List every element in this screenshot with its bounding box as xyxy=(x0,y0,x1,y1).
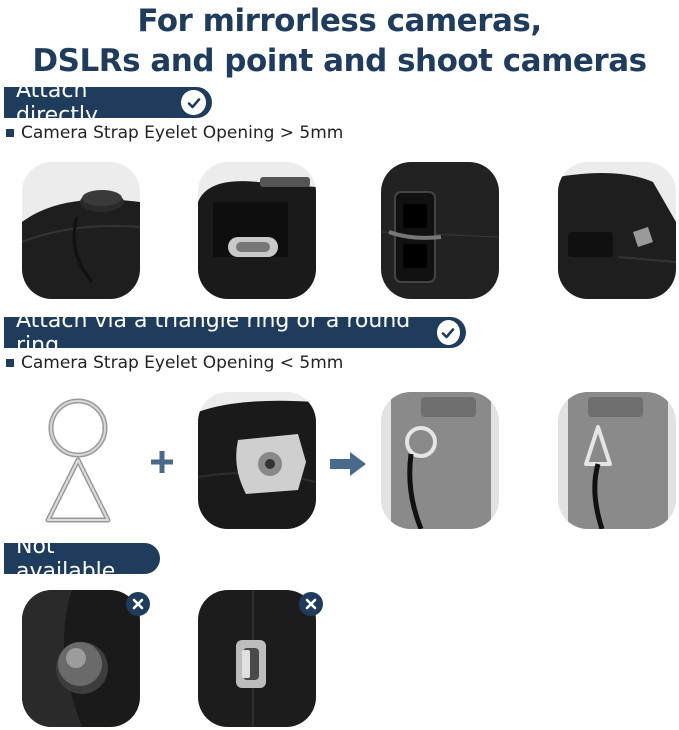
camera-photo-1 xyxy=(22,162,140,299)
eyelet-note-small: Camera Strap Eyelet Opening < 5mm xyxy=(6,353,343,373)
section-label-text: Not available xyxy=(16,533,116,584)
headline-line-2: DSLRs and point and shoot cameras xyxy=(32,43,647,79)
plus-icon xyxy=(148,448,176,481)
section-label-attach-directly: Attach directly xyxy=(4,78,212,128)
headline-line-1: For mirrorless cameras, xyxy=(137,3,542,39)
section-label-text: Attach directly xyxy=(16,77,99,128)
camera-photo-2 xyxy=(198,162,316,299)
section-label-attach-via-ring: Attach via a triangle ring or a round ri… xyxy=(4,308,466,358)
split-rings-image xyxy=(38,392,118,532)
close-icon xyxy=(126,592,150,616)
camera-photo-4 xyxy=(558,162,676,299)
section-label-not-available: Not available xyxy=(4,534,160,584)
camera-photo-3 xyxy=(381,162,499,299)
camera-small-slot-photo xyxy=(198,590,316,727)
eyelet-note-text: Camera Strap Eyelet Opening < 5mm xyxy=(21,353,344,373)
eyelet-note-large: Camera Strap Eyelet Opening > 5mm xyxy=(6,123,343,143)
check-icon xyxy=(181,90,206,115)
camera-eyelet-photo xyxy=(198,392,316,529)
close-icon xyxy=(299,592,323,616)
bullet-square xyxy=(6,359,14,367)
arrow-right-icon xyxy=(330,450,368,483)
eyelet-note-text: Camera Strap Eyelet Opening > 5mm xyxy=(21,123,344,143)
camera-with-triangle-ring-photo xyxy=(558,392,676,529)
bullet-square xyxy=(6,129,14,137)
section-label-text: Attach via a triangle ring or a round ri… xyxy=(16,307,411,358)
check-icon xyxy=(436,320,460,345)
camera-stud-lug-photo xyxy=(22,590,140,727)
camera-with-round-ring-photo xyxy=(381,392,499,529)
